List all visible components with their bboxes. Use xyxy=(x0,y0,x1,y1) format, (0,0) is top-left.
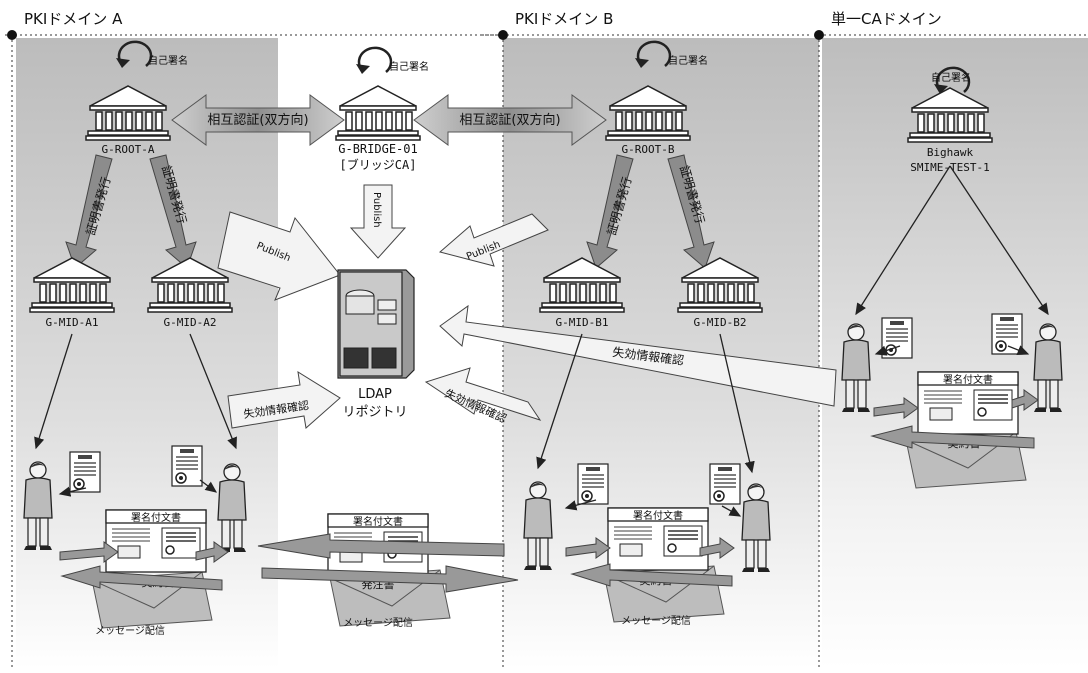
ca-name-mid-b1: G-MID-B1 xyxy=(556,316,609,329)
ca-name-mid-a1: G-MID-A1 xyxy=(46,316,99,329)
ca-name-root-a: G-ROOT-A xyxy=(102,143,155,156)
cert-issue-arrow-b2 xyxy=(667,154,715,269)
certificate-icon xyxy=(991,313,1023,355)
signed-doc-label: 署名付文書 xyxy=(943,373,993,386)
mutual-cert-arrow-left xyxy=(171,94,345,146)
ca-name-bridge: G-BRIDGE-01 xyxy=(338,142,417,156)
certificate-icon xyxy=(69,451,101,493)
publish-arrow-a xyxy=(217,211,341,301)
certificate-icon xyxy=(171,445,203,487)
self-sign-label: 自己署名 xyxy=(389,60,429,73)
domain-b-title: PKIドメイン B xyxy=(511,8,618,29)
ldap-subtitle: リポジトリ xyxy=(342,405,407,420)
publish-label: Publish xyxy=(371,192,382,228)
bridge-bank-icon xyxy=(335,85,421,141)
mutual-cert-label: 相互認証(双方向) xyxy=(207,112,308,128)
cert-issue-arrow-b1 xyxy=(586,154,634,269)
single-ca-domain-title: 単一CAドメイン xyxy=(827,8,946,29)
publish-arrow-bridge xyxy=(349,184,407,259)
self-sign-label: 自己署名 xyxy=(931,71,971,84)
signed-doc-label: 署名付文書 xyxy=(131,511,181,524)
ldap-server-icon xyxy=(337,269,415,379)
domain-a-title: PKIドメイン A xyxy=(20,8,127,29)
signed-doc-label: 署名付文書 xyxy=(633,509,683,522)
mutual-cert-label: 相互認証(双方向) xyxy=(459,112,560,128)
ca-name-single-sub: SMIME-TEST-1 xyxy=(910,161,989,174)
certificate-icon xyxy=(881,317,913,359)
certificate-icon xyxy=(577,463,609,505)
cert-issue-arrow-a2 xyxy=(149,154,197,269)
cert-issue-arrow-a1 xyxy=(65,154,113,269)
publish-arrow-b xyxy=(438,213,549,267)
message-delivery-label: メッセージ配信 xyxy=(343,617,413,629)
self-sign-label: 自己署名 xyxy=(148,54,188,67)
ca-name-single: Bighawk xyxy=(927,146,974,159)
mutual-cert-arrow-right xyxy=(413,94,607,146)
ca-name-mid-b2: G-MID-B2 xyxy=(694,316,747,329)
revocation-arrow-single xyxy=(439,304,837,407)
ca-name-bridge-sub: [ブリッジCA] xyxy=(340,157,417,172)
message-delivery-label: メッセージ配信 xyxy=(95,625,165,637)
ldap-title: LDAP xyxy=(358,387,392,402)
self-sign-label: 自己署名 xyxy=(668,54,708,67)
ca-name-mid-a2: G-MID-A2 xyxy=(164,316,217,329)
message-delivery-label: メッセージ配信 xyxy=(621,615,691,627)
ca-name-root-b: G-ROOT-B xyxy=(622,143,675,156)
signed-doc-label: 署名付文書 xyxy=(353,515,403,528)
revocation-arrow-b xyxy=(424,367,542,421)
revocation-arrow-a xyxy=(227,371,341,429)
certificate-icon xyxy=(709,463,741,505)
